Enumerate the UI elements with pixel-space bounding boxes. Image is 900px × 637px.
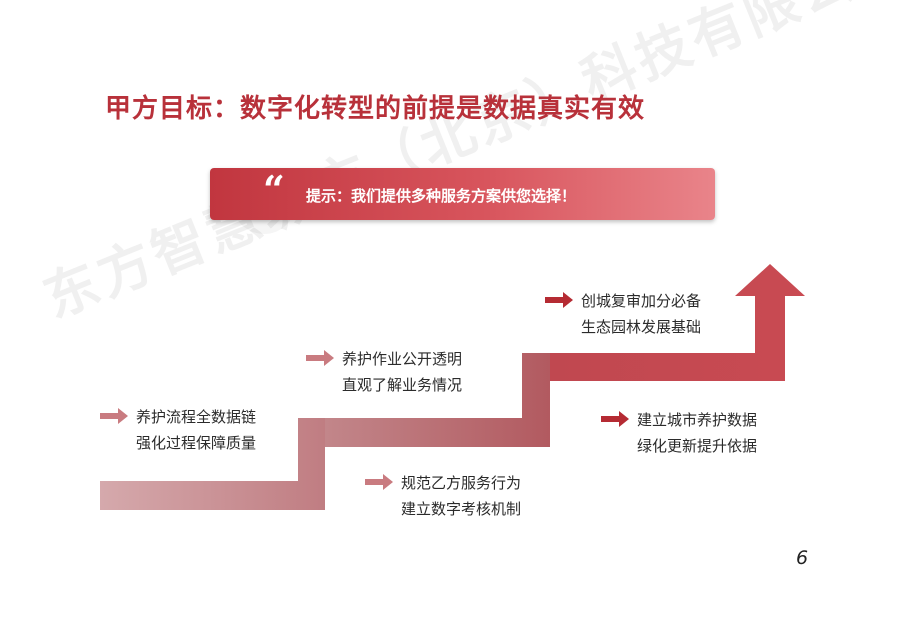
step-1-line-2: 强化过程保障质量 — [136, 434, 257, 452]
step-5-line-2: 生态园林发展基础 — [581, 318, 702, 336]
tip-text: 提示：我们提供多种服务方案供您选择！ — [306, 187, 577, 205]
right-arrow-icon — [100, 408, 128, 424]
step-3-line-2: 直观了解业务情况 — [342, 376, 463, 394]
stair-segment-1 — [100, 418, 325, 510]
step-5-line-1: 创城复审加分必备 — [581, 292, 702, 310]
page-title: 甲方目标：数字化转型的前提是数据真实有效 — [105, 94, 646, 124]
step-4-line-2: 绿化更新提升依据 — [637, 437, 758, 455]
step-1-line-1: 养护流程全数据链 — [136, 408, 257, 426]
page-number: 6 — [796, 547, 809, 569]
right-arrow-icon — [545, 292, 573, 308]
step-2-line-1: 规范乙方服务行为 — [401, 474, 522, 492]
step-3-line-1: 养护作业公开透明 — [342, 350, 463, 368]
step-2-line-2: 建立数字考核机制 — [401, 500, 522, 518]
right-arrow-icon — [306, 350, 334, 366]
stair-segment-2 — [325, 353, 550, 447]
right-arrow-icon — [601, 411, 629, 427]
stair-segment-3 — [550, 264, 805, 381]
right-arrow-icon — [365, 474, 393, 490]
tip-banner: “ 提示：我们提供多种服务方案供您选择！ — [210, 168, 715, 220]
quote-icon: “ — [263, 167, 285, 212]
step-4-line-1: 建立城市养护数据 — [637, 411, 758, 429]
